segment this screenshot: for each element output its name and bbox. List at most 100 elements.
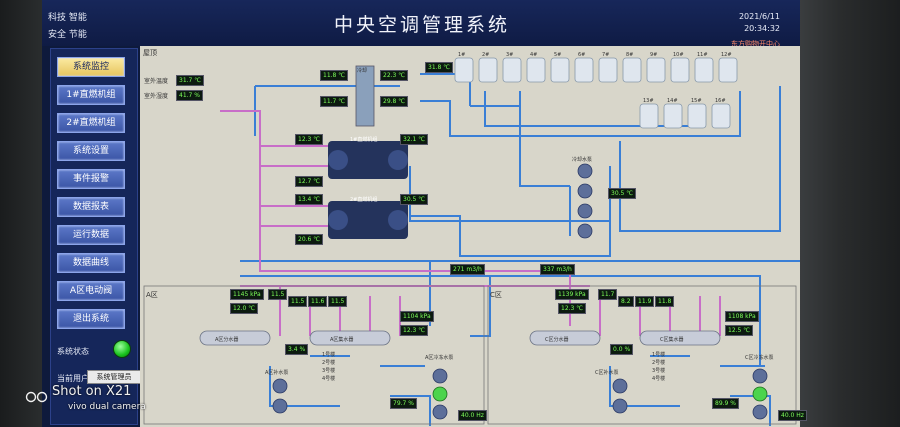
zone-c-temp: 12.3 ℃: [558, 303, 587, 314]
outdoor-temp-label: 室外温度: [144, 78, 169, 85]
nav-run-data-button[interactable]: 运行数据: [57, 225, 125, 245]
tower-14-label: 14#: [667, 98, 678, 104]
zone-a-distributor-label: A区分水器: [215, 337, 239, 343]
zone-a-pump-pct: 79.7 %: [390, 398, 417, 409]
tower-6-label: 6#: [578, 52, 586, 58]
monitor-bezel-right: [800, 0, 900, 427]
page-title: 中央空调管理系统: [333, 14, 510, 36]
tower-7-label: 7#: [602, 52, 610, 58]
chiller2-low-temp: 20.6 ℃: [295, 234, 324, 245]
zone-a-branch-name-3: 3号楼: [322, 368, 336, 374]
header-slogan-bottom: 安全 节能: [48, 30, 87, 40]
camera-watermark-line1: Shot on X21: [52, 384, 132, 399]
zone-c-pump-hz: 40.0 Hz: [778, 410, 807, 421]
chiller1-label: 1#直燃机组: [350, 137, 378, 143]
camera-watermark-line2: vivo dual camera: [68, 402, 146, 412]
zone-c-label: C区: [490, 291, 502, 299]
zone-c-branch-name-1: 1号楼: [652, 352, 666, 358]
zone-c-branch-name-2: 2号楼: [652, 360, 666, 366]
zone-a-valve-pct: 3.4 %: [285, 344, 309, 355]
zone-c-chw-pump-label: C区冷冻水泵: [745, 355, 774, 361]
nav-sidebar: 系统监控 1#直燃机组 2#直燃机组 系统设置 事件报警 数据报表 运行数据 数…: [50, 48, 141, 425]
zone-c-branch-name-4: 4号楼: [652, 376, 666, 382]
nav-system-settings-button[interactable]: 系统设置: [57, 141, 125, 161]
value-11-7: 11.7 ℃: [320, 96, 349, 107]
pipe-diagram: [143, 57, 800, 426]
tower-12-label: 12#: [721, 52, 732, 58]
nav-chiller1-button[interactable]: 1#直燃机组: [57, 85, 125, 105]
zone-a-label: A区: [146, 291, 158, 299]
tower-15-label: 15#: [691, 98, 702, 104]
tower-4-label: 4#: [530, 52, 538, 58]
zone-c-branch-3: 11.9: [635, 296, 655, 307]
tower-13-label: 13#: [643, 98, 654, 104]
value-31-8: 31.8 ℃: [425, 62, 454, 73]
outdoor-humidity-value: 41.7 %: [176, 90, 203, 101]
zone-c-branch-2: 8.2: [618, 296, 634, 307]
nav-data-report-button[interactable]: 数据报表: [57, 197, 125, 217]
zone-a-branch-4: 11.5: [328, 296, 348, 307]
process-diagram-panel: 屋顶 室外温度 31.7 ℃ 室外湿度 41.7 % 冷却 11.8 ℃ 22.…: [140, 46, 807, 427]
zone-a-pressure: 1145 kPa: [230, 289, 264, 300]
cooling-pump-label: 冷却水泵: [572, 157, 593, 163]
tower-11-label: 11#: [697, 52, 708, 58]
nav-data-curve-button[interactable]: 数据曲线: [57, 253, 125, 273]
nav-exit-button[interactable]: 退出系统: [57, 309, 125, 329]
roof-label: 屋顶: [143, 49, 157, 57]
tower-1-label: 1#: [458, 52, 466, 58]
zone-c-valve-pct: 0.0 %: [610, 344, 634, 355]
zone-a-branch-3: 11.6: [308, 296, 328, 307]
camera-watermark-icon: [25, 391, 48, 403]
zone-a-branch-name-1: 1号楼: [322, 352, 336, 358]
zone-c-makeup-pump-label: C区补水泵: [595, 370, 619, 376]
tower-2-label: 2#: [482, 52, 490, 58]
chiller2-label: 2#直燃机组: [350, 197, 378, 203]
nav-chiller2-button[interactable]: 2#直燃机组: [57, 113, 125, 133]
nav-zone-a-valve-button[interactable]: A区电动阀: [57, 281, 125, 301]
nav-system-monitor-button[interactable]: 系统监控: [57, 57, 125, 77]
zone-a-makeup-pump-label: A区补水泵: [265, 370, 289, 376]
zone-c-branch-4: 11.8: [655, 296, 675, 307]
tower-header-label: 冷却: [357, 68, 368, 74]
tower-10-label: 10#: [673, 52, 684, 58]
zone-a-branch-name-2: 2号楼: [322, 360, 336, 366]
zone-a-collector-label: A区集水器: [330, 337, 354, 343]
header-bar: 科技 智能 安全 节能 中央空调管理系统 2021/6/11 20:34:32 …: [42, 0, 800, 48]
zone-c-pressure: 1139 kPa: [555, 289, 589, 300]
tower-9-label: 9#: [650, 52, 658, 58]
zone-c-distributor-label: C区分水器: [545, 337, 569, 343]
zone-a-temp: 12.0 ℃: [230, 303, 259, 314]
current-user-label: 当前用户: [57, 374, 89, 383]
tower-5-label: 5#: [554, 52, 562, 58]
zone-c-branch-1: 11.7: [598, 289, 618, 300]
zone-a-pressure2: 1104 kPa: [400, 311, 434, 322]
chiller1-low-temp: 12.7 ℃: [295, 176, 324, 187]
company-name: 东方购物开中心: [731, 40, 780, 48]
value-11-8: 11.8 ℃: [320, 70, 349, 81]
outdoor-temp-value: 31.7 ℃: [176, 75, 205, 86]
zone-a-branch-name-4: 4号楼: [322, 376, 336, 382]
chiller1-in-temp: 12.3 ℃: [295, 134, 324, 145]
zone-c-collector-label: C区集水器: [660, 337, 684, 343]
chiller2-in-temp: 13.4 ℃: [295, 194, 324, 205]
zone-a-branch-2: 11.5: [288, 296, 308, 307]
monitor-bezel-left: [0, 0, 42, 427]
tower-3-label: 3#: [506, 52, 514, 58]
datetime: 2021/6/11 20:34:32: [739, 11, 780, 35]
zone-a-chw-pump-label: A区冷冻水泵: [425, 355, 454, 361]
current-user-value[interactable]: 系统管理员: [87, 370, 141, 384]
outdoor-humidity-label: 室外湿度: [144, 93, 169, 100]
chiller2-out-temp: 30.5 ℃: [400, 194, 429, 205]
nav-event-alarm-button[interactable]: 事件报警: [57, 169, 125, 189]
flow-337: 337 m3/h: [540, 264, 575, 275]
zone-a-temp2: 12.3 ℃: [400, 325, 429, 336]
system-status-label: 系统状态: [57, 347, 89, 356]
chiller1-out-temp: 32.1 ℃: [400, 134, 429, 145]
tower-8-label: 8#: [626, 52, 634, 58]
zone-c-temp2: 12.5 ℃: [725, 325, 754, 336]
zone-a-pump-hz: 40.0 Hz: [458, 410, 487, 421]
zone-c-branch-name-3: 3号楼: [652, 368, 666, 374]
value-22-3: 22.3 ℃: [380, 70, 409, 81]
header-slogan-top: 科技 智能: [48, 13, 87, 23]
value-29-8: 29.8 ℃: [380, 96, 409, 107]
